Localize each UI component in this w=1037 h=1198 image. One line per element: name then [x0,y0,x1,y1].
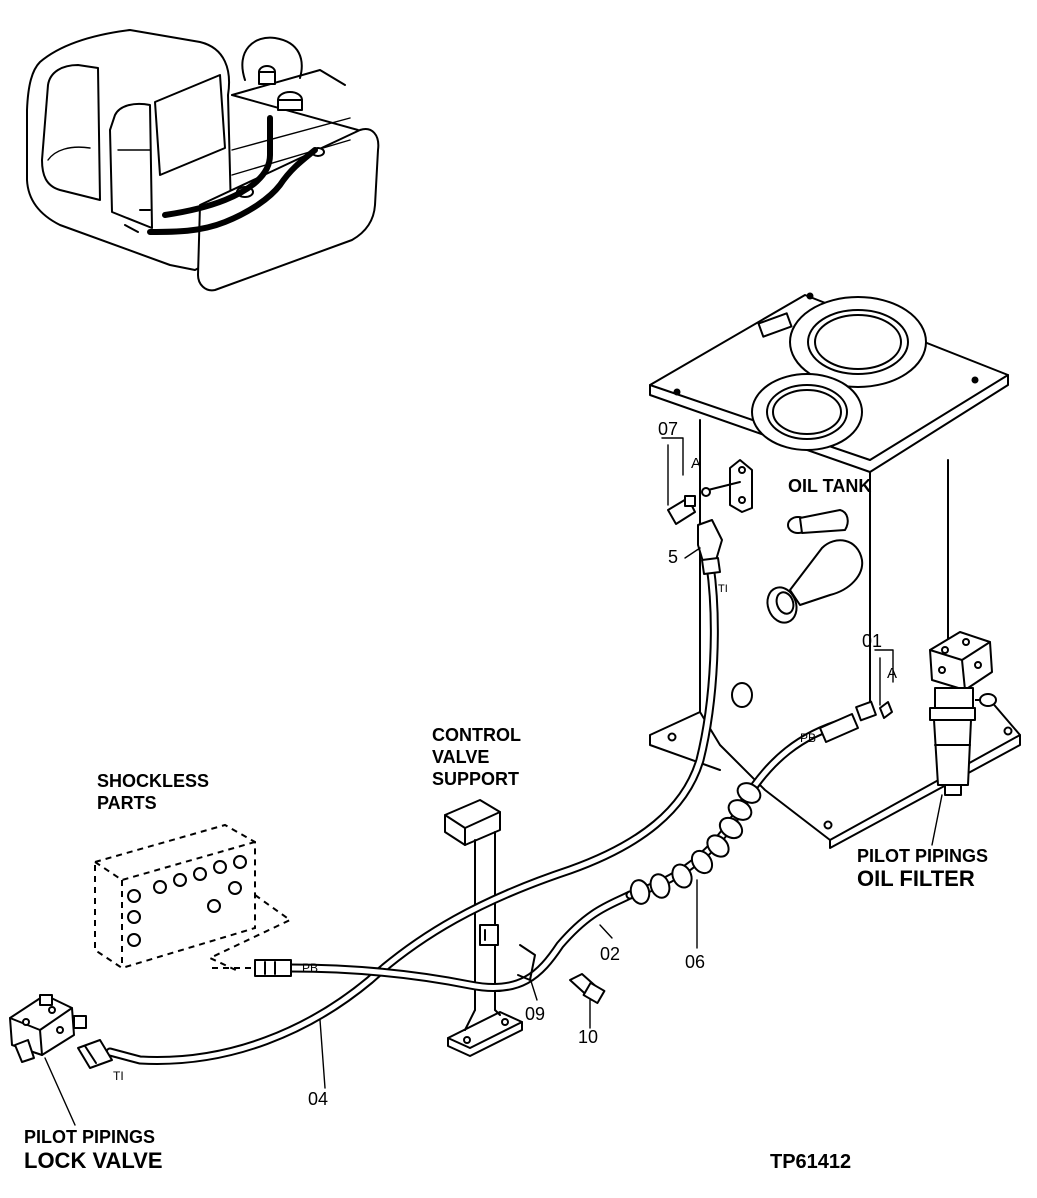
label-pilot-pipings-lock-valve-line1: PILOT PIPINGS [24,1127,155,1147]
hose-06-protector [625,717,850,905]
oil-tank [649,292,1021,849]
callout-06: 06 [685,952,705,972]
drawing-number: TP61412 [770,1151,851,1173]
pilot-oil-filter [929,631,997,796]
hose-04 [105,560,719,1065]
control-valve-support [444,799,523,1057]
callout-07: 07 [658,419,678,439]
callout-02: 02 [600,944,620,964]
shockless-parts-block [94,823,292,973]
excavator-location-inset [26,29,380,292]
label-oil-tank: OIL TANK [788,476,871,496]
pilot-lock-valve [9,994,87,1063]
port-mark-pb-lower: PB [302,961,318,975]
label-control-valve-support-line3: SUPPORT [432,769,519,789]
label-pilot-pipings-oil-filter-line1: PILOT PIPINGS [857,846,988,866]
callout-01: 01 [862,631,882,651]
leader-lines [44,437,943,1126]
label-control-valve-support-line2: VALVE [432,747,489,767]
callout-5: 5 [668,547,678,567]
callout-a-top: A [691,455,701,472]
port-mark-pb-upper: PB [800,731,816,745]
callout-04: 04 [308,1089,328,1109]
label-shockless-parts-line2: PARTS [97,793,157,813]
label-pilot-pipings-oil-filter-line2: OIL FILTER [857,866,975,891]
label-pilot-pipings-lock-valve-line2: LOCK VALVE [24,1148,163,1173]
hose-02 [285,890,635,993]
hose-fittings [77,495,893,1069]
port-mark-ti-lower: TI [113,1069,124,1083]
callout-09: 09 [525,1004,545,1024]
port-mark-ti-upper: TI [718,583,728,595]
label-shockless-parts-line1: SHOCKLESS [97,771,209,791]
callout-10: 10 [578,1027,598,1047]
label-control-valve-support-line1: CONTROL [432,725,521,745]
callout-a-right: A [887,665,897,682]
